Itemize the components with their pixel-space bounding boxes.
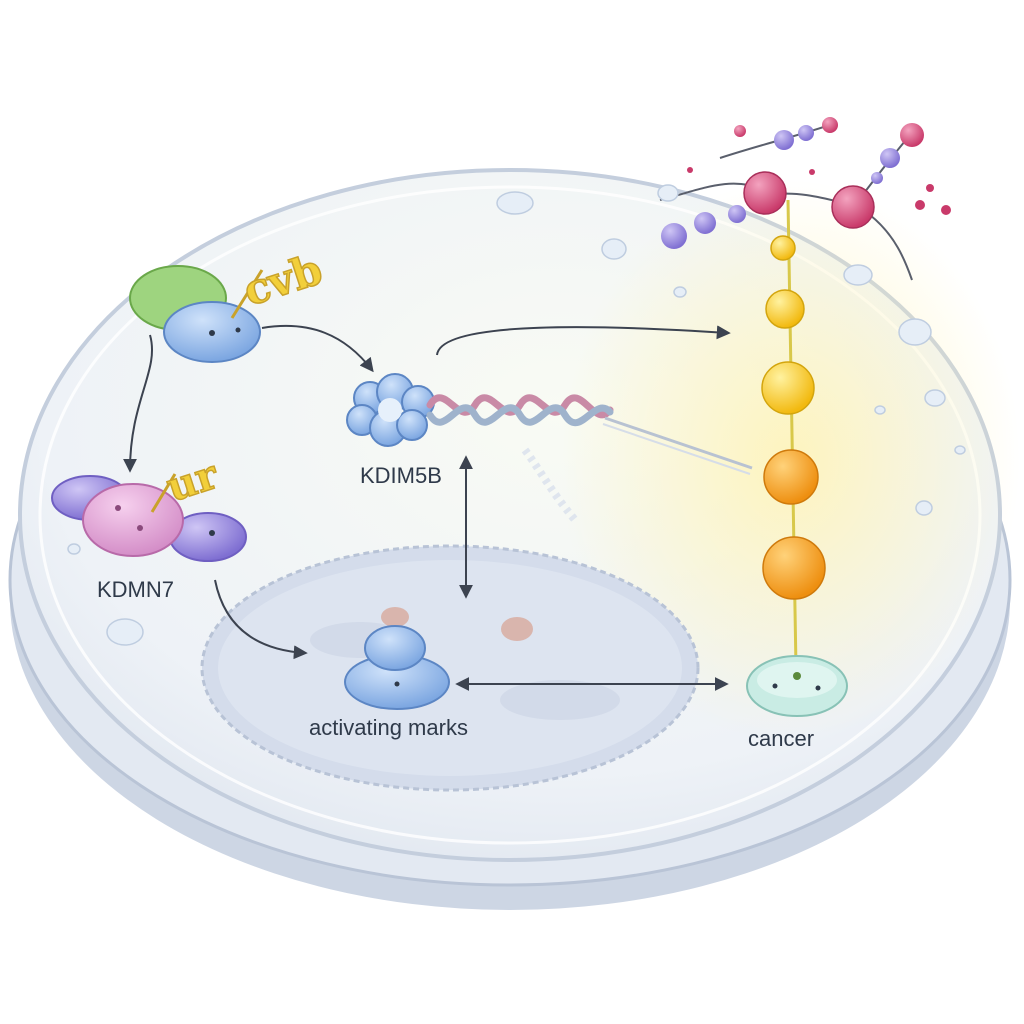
label-kdmn7: KDMN7	[97, 577, 175, 602]
bubbles	[67, 184, 966, 646]
label-cancer: cancer	[748, 726, 815, 751]
dna-helix-icon	[426, 394, 753, 523]
nuclear-enzyme-icon	[344, 625, 450, 710]
arrow-kdmn7-to-nucleus	[214, 579, 308, 660]
kdim5b-protein-icon	[346, 373, 435, 447]
green-blue-enzyme-icon	[129, 265, 261, 363]
signal-bead-chain	[761, 199, 826, 669]
label-activating-marks: activating marks	[309, 715, 468, 740]
label-kdim5b: KDIM5B	[360, 463, 442, 488]
arrow-enzyme-to-kdim5b	[261, 324, 374, 373]
cancer-cell-icon	[746, 655, 848, 717]
signaling-molecules	[659, 117, 951, 281]
nucleus	[200, 544, 700, 792]
arrows	[123, 324, 731, 691]
arrow-kdim5b-to-chain	[436, 325, 731, 356]
arrow-green-to-kdmn7	[123, 334, 154, 473]
